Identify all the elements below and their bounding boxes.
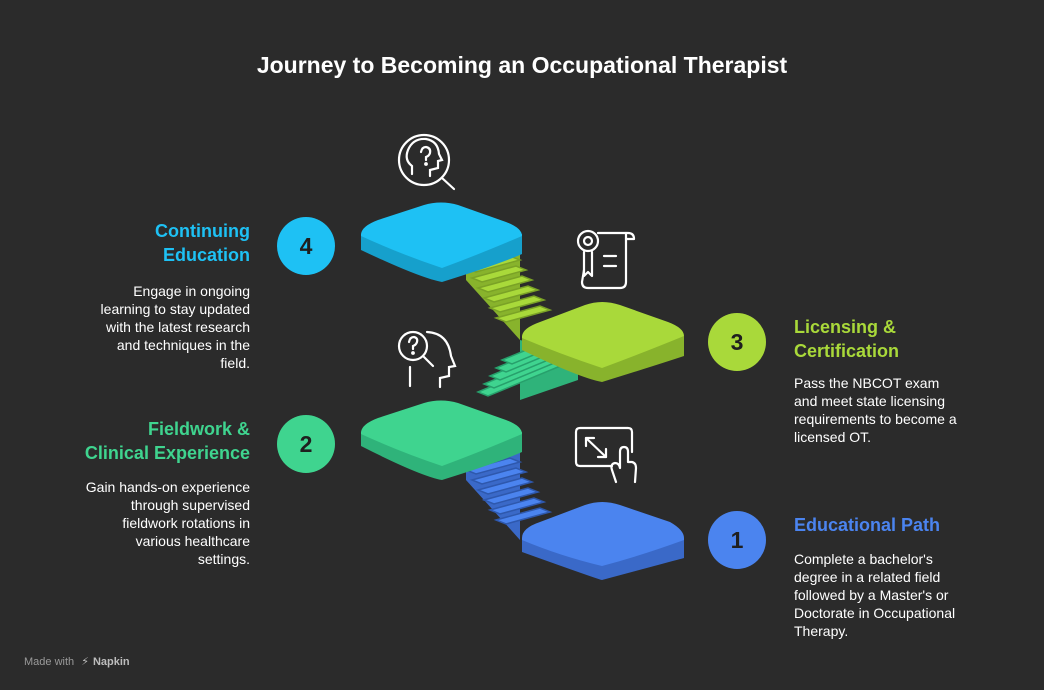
step-3-desc-line-1: Pass the NBCOT exam bbox=[794, 375, 940, 391]
watermark-prefix: Made with bbox=[24, 656, 75, 668]
step-4-heading-line-2: Education bbox=[162, 245, 250, 265]
step-3-desc-line-3: requirements to become a bbox=[794, 411, 957, 427]
step-4-heading-line-1: Continuing bbox=[155, 221, 250, 241]
step-2-heading-line-2: Clinical Experience bbox=[84, 443, 250, 463]
step-1-desc-line-2: degree in a related field bbox=[794, 569, 941, 585]
step-2-desc-line-4: various healthcare bbox=[135, 533, 250, 549]
step-3-heading-line-1: Licensing & bbox=[794, 317, 897, 337]
step-2-heading: Fieldwork & Clinical Experience bbox=[30, 417, 250, 465]
step-4-number: 4 bbox=[299, 232, 313, 259]
step-4-description: Engage in ongoing learning to stay updat… bbox=[40, 282, 250, 372]
step-2-desc-line-2: through supervised bbox=[130, 497, 250, 513]
step-1-desc-line-5: Therapy. bbox=[794, 623, 849, 639]
step-1-heading: Educational Path bbox=[794, 515, 941, 535]
step-4-desc-line-4: and techniques in the bbox=[116, 337, 250, 353]
step-3-desc-line-4: licensed OT. bbox=[794, 429, 872, 445]
step-1-desc-line-4: Doctorate in Occupational bbox=[794, 605, 956, 621]
step-2-badge: 2 bbox=[277, 415, 335, 473]
step-1-badge: 1 bbox=[708, 511, 766, 569]
step-3-number: 3 bbox=[730, 328, 744, 355]
step-2-description: Gain hands-on experience through supervi… bbox=[40, 478, 250, 568]
step-2-desc-line-3: fieldwork rotations in bbox=[122, 515, 250, 531]
expand-touch-icon bbox=[574, 426, 638, 484]
platform-3 bbox=[522, 302, 684, 382]
step-2-number: 2 bbox=[299, 430, 313, 457]
step-2-heading-line-1: Fieldwork & bbox=[147, 419, 250, 439]
step-3-badge: 3 bbox=[708, 313, 766, 371]
step-4-desc-line-2: learning to stay updated bbox=[100, 301, 250, 317]
platform-2 bbox=[361, 400, 522, 480]
step-1-desc-line-1: Complete a bachelor's bbox=[794, 551, 933, 567]
step-1-desc-line-3: followed by a Master's or bbox=[794, 587, 949, 603]
step-4-desc-line-5: field. bbox=[220, 355, 250, 371]
platform-4 bbox=[361, 202, 522, 282]
step-3-heading: Licensing & Certification bbox=[794, 315, 994, 363]
watermark-brand: Napkin bbox=[92, 656, 130, 668]
head-question-icon bbox=[397, 330, 457, 389]
stair-flight-1 bbox=[463, 440, 553, 540]
step-1-number: 1 bbox=[730, 526, 744, 553]
napkin-watermark[interactable]: Made with ⚡Napkin bbox=[24, 655, 130, 668]
step-3-description: Pass the NBCOT exam and meet state licen… bbox=[794, 374, 1014, 446]
step-2-desc-line-5: settings. bbox=[197, 551, 250, 567]
search-head-icon bbox=[397, 133, 456, 191]
step-4-desc-line-1: Engage in ongoing bbox=[133, 283, 250, 299]
step-4-heading: Continuing Education bbox=[60, 219, 250, 267]
step-1-description: Complete a bachelor's degree in a relate… bbox=[794, 550, 1014, 640]
napkin-logo-icon: ⚡ bbox=[81, 656, 89, 668]
step-2-desc-line-1: Gain hands-on experience bbox=[85, 479, 250, 495]
page-title: Journey to Becoming an Occupational Ther… bbox=[256, 52, 788, 78]
platform-1 bbox=[522, 502, 684, 580]
step-3-desc-line-2: and meet state licensing bbox=[794, 393, 945, 409]
certificate-scroll-icon bbox=[576, 229, 636, 290]
step-3-heading-line-2: Certification bbox=[794, 341, 900, 361]
step-4-desc-line-3: with the latest research bbox=[106, 319, 250, 335]
step-4-badge: 4 bbox=[277, 217, 335, 275]
